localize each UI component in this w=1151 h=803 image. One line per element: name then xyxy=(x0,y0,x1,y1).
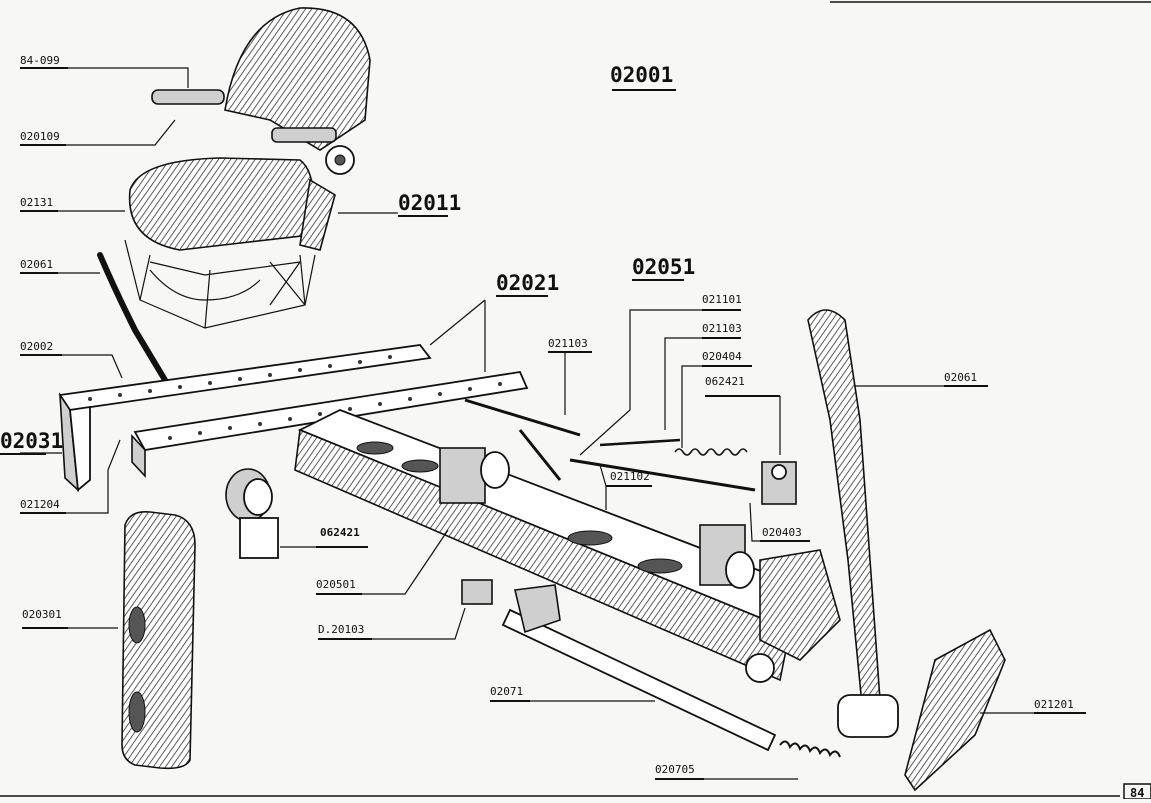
handle-grip xyxy=(807,309,881,707)
beam-hole-3 xyxy=(567,530,613,546)
callout-020404: 020404 xyxy=(702,350,742,363)
main-beam xyxy=(294,409,841,683)
leader-020404 xyxy=(681,365,702,448)
beam-hole-2 xyxy=(401,459,439,473)
group-label-02021: 02021 xyxy=(496,271,559,295)
linkage xyxy=(464,398,797,505)
beam-end-bracket xyxy=(759,549,841,661)
beam-side xyxy=(294,428,791,682)
right-armrest xyxy=(271,127,337,143)
callout-02061-left: 02061 xyxy=(20,258,53,271)
callout-062421-right: 062421 xyxy=(705,375,745,388)
callout-021201: 021201 xyxy=(1034,698,1074,711)
beam-end-wheel xyxy=(745,653,775,683)
rod-4 xyxy=(599,438,681,447)
callout-021204: 021204 xyxy=(20,498,60,511)
pulley-assembly xyxy=(225,468,279,559)
control-handle xyxy=(807,309,899,738)
pulley-bracket xyxy=(239,517,279,559)
side-plate-hole-1 xyxy=(128,606,146,644)
leader-021102 xyxy=(599,464,607,510)
rod-3 xyxy=(569,458,756,492)
lower-rail-end xyxy=(131,433,146,479)
tube-end-bracket xyxy=(514,584,561,634)
callout-062421-left: 062421 xyxy=(320,526,360,539)
frame-rails xyxy=(58,344,529,493)
sheet-title: 02001 xyxy=(610,63,673,87)
seat-assembly xyxy=(97,7,371,383)
group-label-02031: 02031 xyxy=(0,429,63,453)
callout-020301: 020301 xyxy=(22,608,62,621)
callout-020501: 020501 xyxy=(316,578,356,591)
side-plate-hole-2 xyxy=(128,691,146,733)
callout-020403: 020403 xyxy=(762,526,802,539)
left-bracket-face xyxy=(69,405,91,492)
leader-84-099 xyxy=(68,67,189,88)
beam-clamp-1-ring xyxy=(480,451,510,489)
beam-clamp-1 xyxy=(439,447,486,504)
group-label-02051: 02051 xyxy=(632,255,695,279)
pulley-hub xyxy=(243,478,273,516)
group-label-02011: 02011 xyxy=(398,191,461,215)
leader-021204 xyxy=(66,439,121,514)
leader-020501 xyxy=(362,529,449,595)
leader-021101 xyxy=(579,309,702,456)
beam-hole-1 xyxy=(356,441,394,455)
tube xyxy=(501,608,777,752)
callout-021101: 021101 xyxy=(702,293,742,306)
callout-021103-right: 021103 xyxy=(702,322,742,335)
page-number: 84 xyxy=(1130,786,1144,799)
rail-holes xyxy=(88,355,502,440)
seat-cushion xyxy=(128,157,315,251)
callout-D20103: D.20103 xyxy=(318,623,364,636)
footrest-plate xyxy=(904,628,1006,792)
lower-rail xyxy=(133,371,529,451)
callout-02002: 02002 xyxy=(20,340,53,353)
leader-02021 xyxy=(429,299,486,372)
left-armrest xyxy=(151,89,225,105)
small-block xyxy=(461,579,493,605)
beam-hole-4 xyxy=(637,558,683,574)
leader-D20103 xyxy=(372,607,466,640)
seat-support-bracket xyxy=(299,178,336,251)
rod-1 xyxy=(464,398,581,437)
leader-020403 xyxy=(749,502,760,542)
handle-base xyxy=(837,694,899,738)
callout-021103-left: 021103 xyxy=(548,337,588,350)
spring-bracket-eye xyxy=(771,464,787,480)
callout-020705: 020705 xyxy=(655,763,695,776)
callout-021102: 021102 xyxy=(610,470,650,483)
tube-assembly xyxy=(501,584,841,758)
leader-02002 xyxy=(62,354,123,379)
callout-02131: 02131 xyxy=(20,196,53,209)
leader-020109 xyxy=(66,119,176,146)
seat-pivot-bolt xyxy=(334,154,346,166)
seat-frame xyxy=(124,239,316,329)
leader-021103-right xyxy=(664,337,702,430)
return-spring xyxy=(779,740,841,758)
tension-spring xyxy=(674,448,748,456)
side-plate xyxy=(121,510,196,770)
seat-backrest xyxy=(224,7,371,151)
callout-84-099: 84-099 xyxy=(20,54,60,67)
callout-02071: 02071 xyxy=(490,685,523,698)
callout-02061-right: 02061 xyxy=(944,371,977,384)
callout-020109: 020109 xyxy=(20,130,60,143)
seat-adjust-lever xyxy=(97,252,168,383)
beam-clamp-2-ring xyxy=(725,551,755,589)
rod-2 xyxy=(518,429,562,481)
